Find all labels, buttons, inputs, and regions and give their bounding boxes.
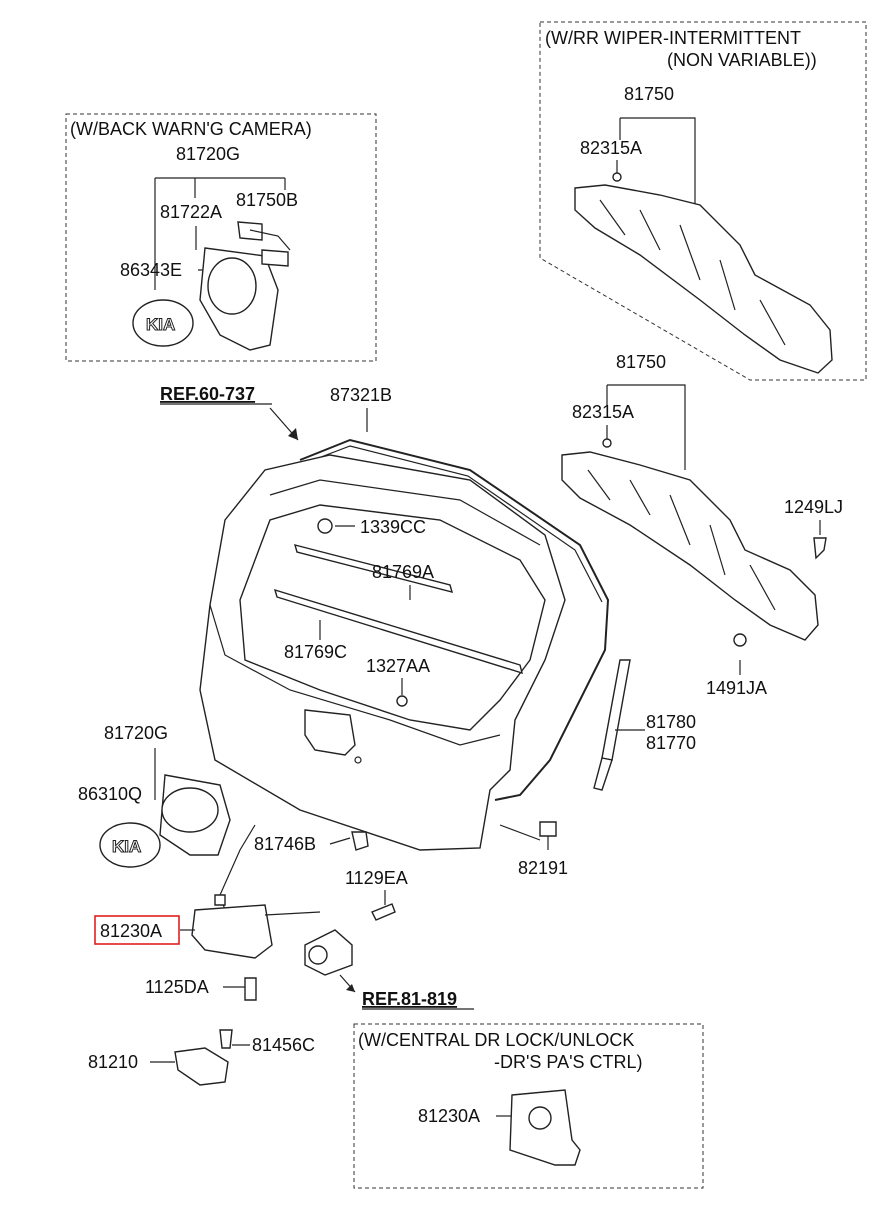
bolt-1125DA	[244, 977, 257, 1001]
label-81769A: 81769A	[372, 562, 434, 582]
wiper-box-title-2: (NON VARIABLE))	[667, 50, 817, 70]
leader-81720G-top	[154, 177, 286, 290]
bolt-1129EA	[371, 903, 396, 921]
ref-60-737: REF.60-737	[160, 384, 255, 404]
camera-connector	[237, 221, 289, 267]
striker-81210	[174, 1047, 229, 1086]
label-82191: 82191	[518, 858, 568, 878]
label-87321B: 87321B	[330, 385, 392, 405]
label-81746B: 81746B	[254, 834, 316, 854]
clip-1491JA	[733, 633, 747, 647]
screw-81456C	[219, 1029, 233, 1049]
tailgate-trim-panel-top	[574, 184, 833, 374]
trim-ribs-mid	[587, 469, 776, 611]
leader-81750-mid	[606, 384, 686, 470]
central-lock-title-2: -DR'S PA'S CTRL)	[494, 1052, 643, 1072]
label-81456C: 81456C	[252, 1035, 315, 1055]
central-lock-callout-box	[353, 1023, 704, 1189]
label-81750-mid: 81750	[616, 352, 666, 372]
label-86310Q: 86310Q	[78, 784, 142, 804]
nut-1327AA	[396, 695, 408, 707]
wiper-box-title-1: (W/RR WIPER-INTERMITTENT	[545, 28, 801, 48]
clip-82315A-top	[612, 172, 622, 182]
camera-wire	[249, 229, 291, 251]
wiper-callout-box	[539, 21, 867, 381]
leader-81750-top	[619, 117, 696, 205]
label-81230A: 81230A	[100, 921, 162, 941]
rear-window-opening	[239, 504, 546, 731]
emblem-low	[99, 822, 161, 868]
weatherstrip	[299, 438, 610, 801]
emblem-top	[132, 299, 194, 347]
tailgate-trim-panel-mid	[561, 451, 819, 641]
label-81780: 81780	[646, 712, 696, 732]
svg-text:KIA: KIA	[112, 837, 141, 856]
label-81722A: 81722A	[160, 202, 222, 222]
label-1339CC: 1339CC	[360, 517, 426, 537]
label-82315A-mid: 82315A	[572, 402, 634, 422]
label-86343E: 86343E	[120, 260, 182, 280]
label-81720G-low: 81720G	[104, 723, 168, 743]
gas-strut-upper	[601, 659, 631, 761]
label-81720G-top: 81720G	[176, 144, 240, 164]
label-81230A-box: 81230A	[418, 1106, 480, 1126]
tailgate-emblem-recess	[304, 709, 356, 756]
camera-box-title: (W/BACK WARN'G CAMERA)	[70, 119, 312, 139]
stopper-82191	[539, 821, 557, 837]
label-81769C: 81769C	[284, 642, 347, 662]
label-1129EA: 1129EA	[345, 868, 408, 888]
screw-1249LJ	[813, 537, 827, 560]
label-81210: 81210	[88, 1052, 138, 1072]
bumper-81746B	[351, 831, 369, 851]
label-81750-top: 81750	[624, 84, 674, 104]
camera-lens-window	[207, 257, 257, 315]
rod-81769A	[293, 544, 454, 593]
svg-text:KIA: KIA	[146, 315, 175, 334]
central-lock-title-1: (W/CENTRAL DR LOCK/UNLOCK	[358, 1030, 634, 1050]
rod-81769C	[273, 588, 523, 675]
gas-strut-lower	[593, 757, 613, 791]
latch-81230A	[191, 904, 273, 959]
highlight-box-81230A	[94, 915, 180, 945]
label-81750B: 81750B	[236, 190, 298, 210]
label-82315A-top: 82315A	[580, 138, 642, 158]
label-1491JA: 1491JA	[706, 678, 767, 698]
label-1249LJ: 1249LJ	[784, 497, 843, 517]
label-81770: 81770	[646, 733, 696, 753]
camera-callout-box	[65, 113, 377, 362]
grommet-1339CC	[317, 518, 333, 534]
ref-81-819: REF.81-819	[362, 989, 457, 1009]
label-1327AA: 1327AA	[366, 656, 430, 676]
trim-ribs-top	[599, 199, 786, 346]
label-1125DA: 1125DA	[145, 977, 209, 997]
